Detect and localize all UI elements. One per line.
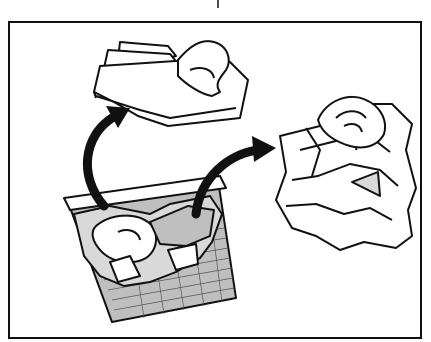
laundry-sorting-illustration bbox=[0, 0, 431, 342]
